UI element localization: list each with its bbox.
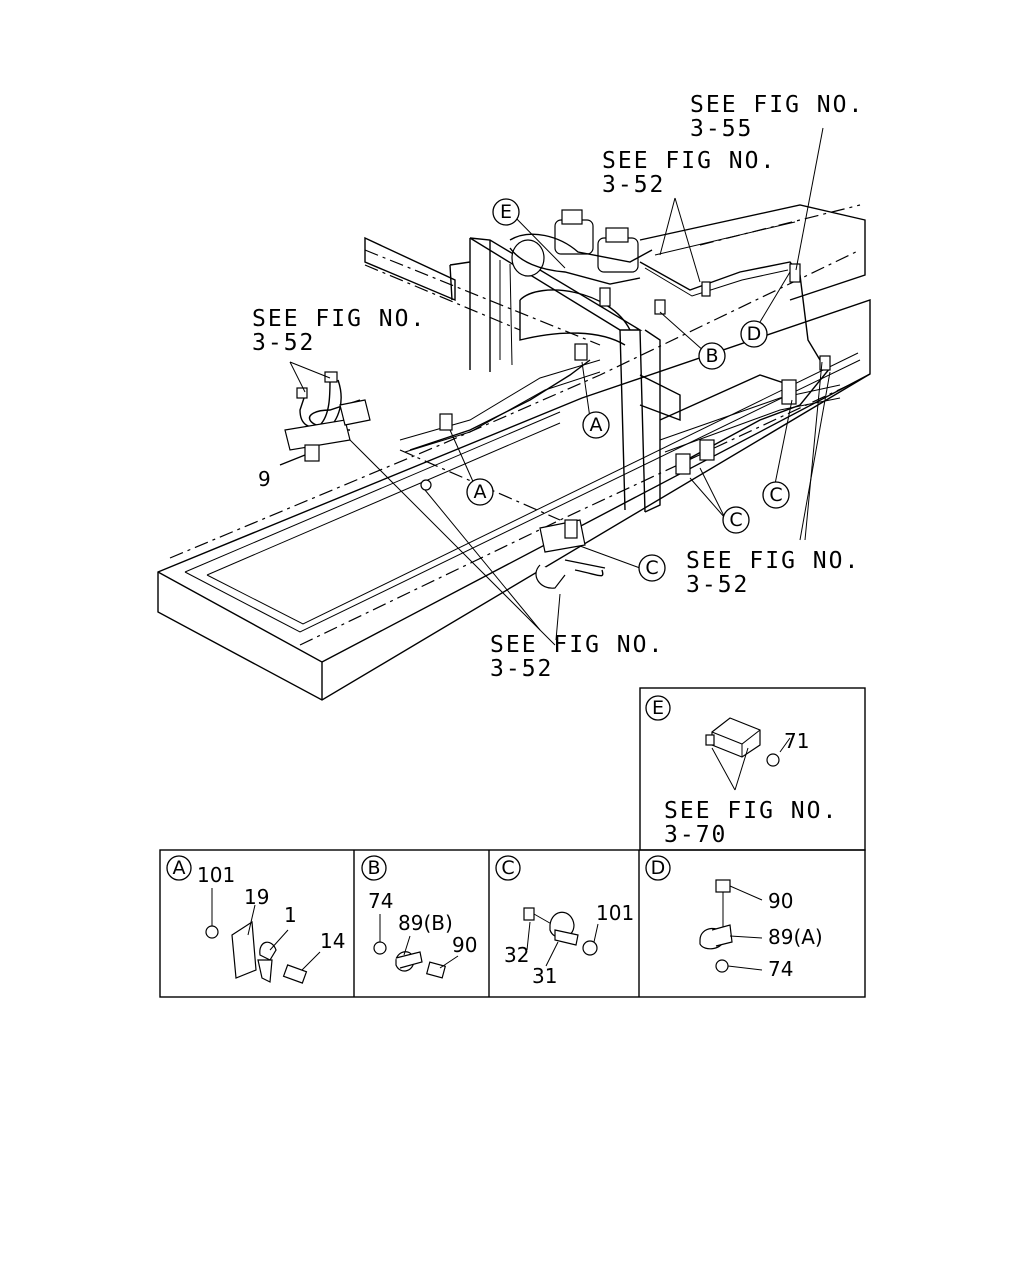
callout-fig-3-52-top-title: SEE FIG NO. (602, 148, 776, 174)
marker-A-main-1: A (582, 411, 610, 439)
detail-D-part-90: 90 (768, 889, 793, 913)
callout-fig-3-52-bottom-title: SEE FIG NO. (490, 632, 664, 658)
callout-fig-3-55-title: SEE FIG NO. (690, 92, 864, 118)
detail-E: E 71 SEE FIG NO. 3-70 (639, 687, 866, 851)
svg-text:E: E (652, 697, 664, 719)
svg-text:D: D (651, 857, 666, 879)
marker-A-main-2: A (466, 478, 494, 506)
svg-text:E: E (500, 201, 512, 223)
detail-C-part-31: 31 (532, 964, 557, 988)
leader-lines (289, 127, 831, 646)
detail-D: D 90 89(A) 74 (645, 855, 823, 981)
svg-text:C: C (769, 484, 782, 506)
left-hose-assembly (279, 371, 371, 466)
detail-C-marker: C (495, 855, 521, 881)
svg-text:C: C (729, 509, 742, 531)
marker-B-main: B (698, 342, 726, 370)
svg-text:A: A (590, 414, 603, 436)
detail-A-part-14: 14 (320, 929, 345, 953)
callout-fig-3-70-number: 3-70 (664, 822, 727, 848)
detail-B: B 74 89(B) 90 (361, 855, 477, 979)
detail-A-marker: A (166, 855, 192, 881)
callout-fig-3-52-right-title: SEE FIG NO. (686, 548, 860, 574)
detail-D-part-89a: 89(A) (768, 925, 823, 949)
detail-B-marker: B (361, 855, 387, 881)
marker-D-main: D (740, 320, 768, 348)
svg-text:A: A (173, 857, 186, 879)
marker-C-main-3: C (638, 554, 666, 582)
detail-C-part-32: 32 (504, 943, 529, 967)
detail-E-part-71: 71 (784, 729, 809, 753)
callout-fig-3-55-number: 3-55 (690, 116, 753, 142)
marker-E-main: E (492, 198, 520, 226)
svg-text:C: C (501, 857, 514, 879)
callout-fig-3-52-top-number: 3-52 (602, 172, 665, 198)
svg-text:B: B (705, 345, 718, 367)
frame-clips (420, 263, 831, 589)
detail-B-part-74: 74 (368, 889, 393, 913)
callout-fig-3-70-title: SEE FIG NO. (664, 798, 838, 824)
chassis-frame (157, 204, 871, 701)
label-bolt-9: 9 (258, 467, 271, 491)
detail-E-marker: E (645, 695, 671, 721)
detail-A-part-1: 1 (284, 903, 297, 927)
detail-D-marker: D (645, 855, 671, 881)
callout-fig-3-52-left-title: SEE FIG NO. (252, 306, 426, 332)
detail-B-part-89b: 89(B) (398, 911, 453, 935)
callout-fig-3-55: SEE FIG NO. 3-55 (690, 92, 864, 142)
callout-fig-3-52-left: SEE FIG NO. 3-52 (252, 306, 426, 356)
detail-C: C 32 31 101 (495, 855, 634, 988)
brake-pipes (308, 261, 831, 577)
marker-C-main-2: C (722, 506, 750, 534)
detail-B-part-90: 90 (452, 933, 477, 957)
callout-fig-3-52-right: SEE FIG NO. 3-52 (686, 548, 860, 598)
callout-fig-3-52-left-number: 3-52 (252, 330, 315, 356)
detail-A-part-19: 19 (244, 885, 269, 909)
svg-text:A: A (474, 481, 487, 503)
detail-A-part-101: 101 (197, 863, 235, 887)
callout-fig-3-52-right-number: 3-52 (686, 572, 749, 598)
svg-text:B: B (367, 857, 380, 879)
callout-fig-3-52-bottom-number: 3-52 (490, 656, 553, 682)
brake-valve-assembly (509, 209, 653, 307)
marker-C-main-1: C (762, 481, 790, 509)
callout-fig-3-52-top: SEE FIG NO. 3-52 (602, 148, 776, 198)
detail-D-part-74: 74 (768, 957, 793, 981)
detail-row-frame (159, 849, 866, 998)
detail-C-part-101: 101 (596, 901, 634, 925)
svg-text:D: D (747, 323, 762, 345)
callout-fig-3-52-bottom: SEE FIG NO. 3-52 (490, 632, 664, 682)
svg-text:C: C (645, 557, 658, 579)
detail-A: A 101 19 1 14 (166, 855, 345, 984)
